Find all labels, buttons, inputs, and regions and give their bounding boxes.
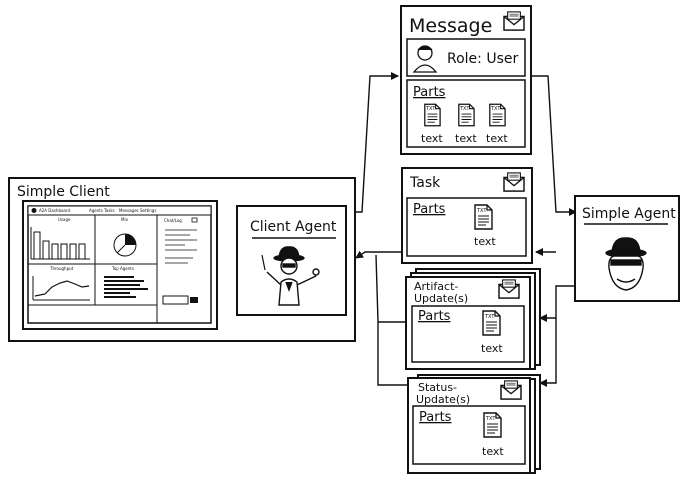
simple-agent-to-artifact-arrow xyxy=(539,285,575,322)
mini-line-chart xyxy=(32,276,90,301)
artifact-update-title-2: Update(s) xyxy=(414,292,468,305)
mini-pie-chart xyxy=(113,233,137,257)
message-to-simple-agent-arrow xyxy=(531,75,577,216)
dashboard-tab-3: Messages xyxy=(119,208,139,213)
task-box: Task Parts TXT text xyxy=(401,167,533,264)
artifact-update-stack: Artifact- Update(s) Parts TXT text xyxy=(405,268,541,370)
status-parts-label: Parts xyxy=(419,410,452,425)
artifact-update-title-1: Artifact- xyxy=(414,280,458,293)
message-text-label: text xyxy=(421,132,443,145)
file-icon-label: TXT xyxy=(484,314,495,320)
status-update-stack: Status- Update(s) Parts TXT text xyxy=(407,374,541,474)
file-icon-label: TXT xyxy=(476,208,487,214)
dashboard-tab-4: Settings xyxy=(140,208,156,213)
dashboard-brand: A2A Dashboard xyxy=(39,208,70,213)
file-icon-label: TXT xyxy=(425,106,436,112)
message-file-icons: TXT TXT TXT xyxy=(424,103,506,127)
message-box: Message Role: User Parts TXT TXT TXT tex… xyxy=(400,5,532,155)
artifact-text-label: text xyxy=(481,342,503,355)
file-icon-label: TXT xyxy=(459,106,470,112)
file-icon-label: TXT xyxy=(485,416,496,422)
panel-title-mix: Mix xyxy=(121,217,129,222)
dashboard-tab-2: Tasks xyxy=(103,208,115,213)
dashboard-thumbnail: A2A Dashboard Agents Tasks Messages Sett… xyxy=(22,200,218,330)
client-agent-title: Client Agent xyxy=(250,219,337,235)
dashboard-tab-1: Agents xyxy=(89,208,103,213)
message-text-label: text xyxy=(486,132,508,145)
simple-client-title: Simple Client xyxy=(17,184,110,200)
panel-title-usage: Usage xyxy=(58,217,71,222)
task-title: Task xyxy=(409,175,441,191)
updates-trunk xyxy=(375,254,408,386)
message-role-label: Role: User xyxy=(447,51,518,67)
mini-hbar-chart xyxy=(104,276,148,298)
message-text-label: text xyxy=(455,132,477,145)
status-update-title-2: Update(s) xyxy=(416,393,470,406)
client-agent-box: Client Agent xyxy=(236,205,347,316)
artifact-parts-label: Parts xyxy=(418,309,451,324)
simple-agent-title: Simple Agent xyxy=(582,206,676,222)
task-text-label: text xyxy=(474,235,496,248)
status-text-label: text xyxy=(482,445,504,458)
task-parts-label: Parts xyxy=(413,202,446,217)
status-update-title-1: Status- xyxy=(418,381,457,394)
panel-title-throughput: Throughput xyxy=(49,266,74,271)
chat-send-button xyxy=(190,297,198,303)
message-title: Message xyxy=(409,15,492,37)
task-to-agent-arrow xyxy=(355,250,402,259)
panel-title-top-agents: Top Agents xyxy=(111,266,134,271)
message-parts-label: Parts xyxy=(413,85,446,100)
user-icon xyxy=(412,45,438,73)
detective-conductor-icon xyxy=(261,246,320,306)
simple-agent-to-status-arrow xyxy=(539,318,557,387)
mini-bar-chart xyxy=(30,227,90,260)
chat-input-box xyxy=(162,295,189,305)
chat-panel-title: Chat/Log xyxy=(164,218,182,223)
simple-agent-box: Simple Agent xyxy=(574,195,680,302)
spy-agent-icon xyxy=(605,237,647,291)
file-icon-label: TXT xyxy=(490,106,501,112)
